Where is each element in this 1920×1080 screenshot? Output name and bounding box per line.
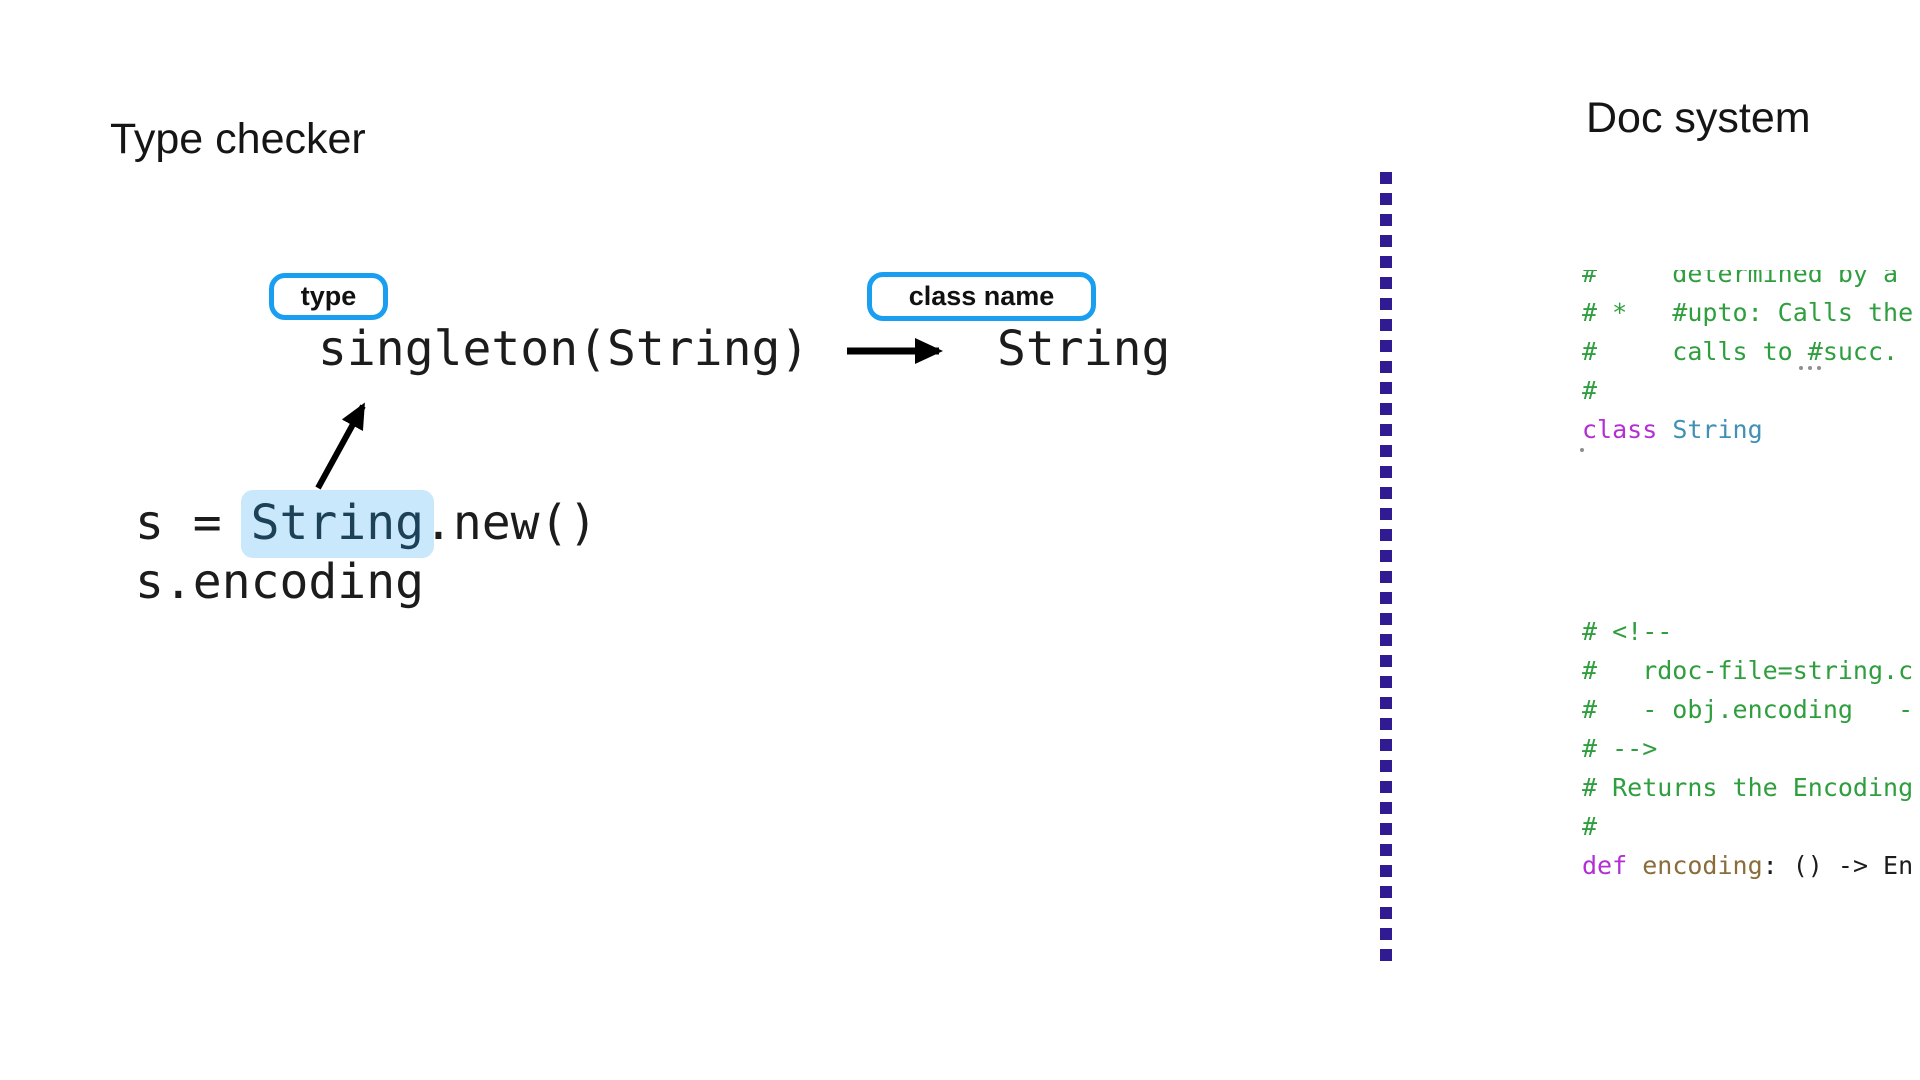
omission-dot-icon	[1580, 448, 1584, 452]
class-name-badge: class name	[867, 272, 1096, 321]
code-line: def encoding: () -> En	[1582, 851, 1914, 880]
code-line-2: s.encoding	[135, 554, 424, 610]
highlighted-string-token: String	[240, 490, 434, 558]
code-line: # rdoc-file=string.c	[1582, 656, 1914, 685]
code-line: # <!--	[1582, 617, 1673, 646]
code-line: # Returns the Encoding	[1582, 773, 1914, 802]
code-line: # -->	[1582, 734, 1658, 763]
code-line-1-prefix: s =	[135, 495, 251, 551]
code-line: # determined by a	[1582, 270, 1899, 288]
up-arrow-icon	[315, 402, 366, 490]
code-line: # - obj.encoding -	[1582, 695, 1914, 724]
right-panel-title: Doc system	[1586, 94, 1811, 142]
type-badge-label: type	[300, 281, 357, 311]
code-line: class String	[1582, 415, 1763, 444]
code-line: # calls to #succ.	[1582, 337, 1899, 366]
code-line: #	[1582, 376, 1598, 405]
class-name-text: String	[997, 321, 1171, 377]
code-line-1-suffix: .new()	[423, 495, 598, 551]
code-line: # * #upto: Calls the	[1582, 298, 1914, 327]
doc-code-top-block: # determined by a # * #upto: Calls the # c…	[1582, 270, 1920, 455]
code-line: #	[1582, 812, 1598, 841]
singleton-type-text: singleton(String)	[318, 321, 810, 377]
doc-code-bottom: # <!-- # rdoc-file=string.c # - obj.encodi…	[1582, 612, 1913, 885]
doc-code-top: # determined by a # * #upto: Calls the # c…	[1582, 270, 1920, 449]
code-line-1: s = String.new()	[135, 490, 598, 558]
left-panel-title: Type checker	[110, 115, 366, 163]
type-badge: type	[269, 273, 388, 320]
dotted-divider-icon	[1380, 172, 1392, 970]
ellipsis-dots-icon	[1799, 366, 1821, 370]
right-arrow-icon	[847, 338, 943, 364]
class-name-badge-label: class name	[908, 281, 1055, 311]
